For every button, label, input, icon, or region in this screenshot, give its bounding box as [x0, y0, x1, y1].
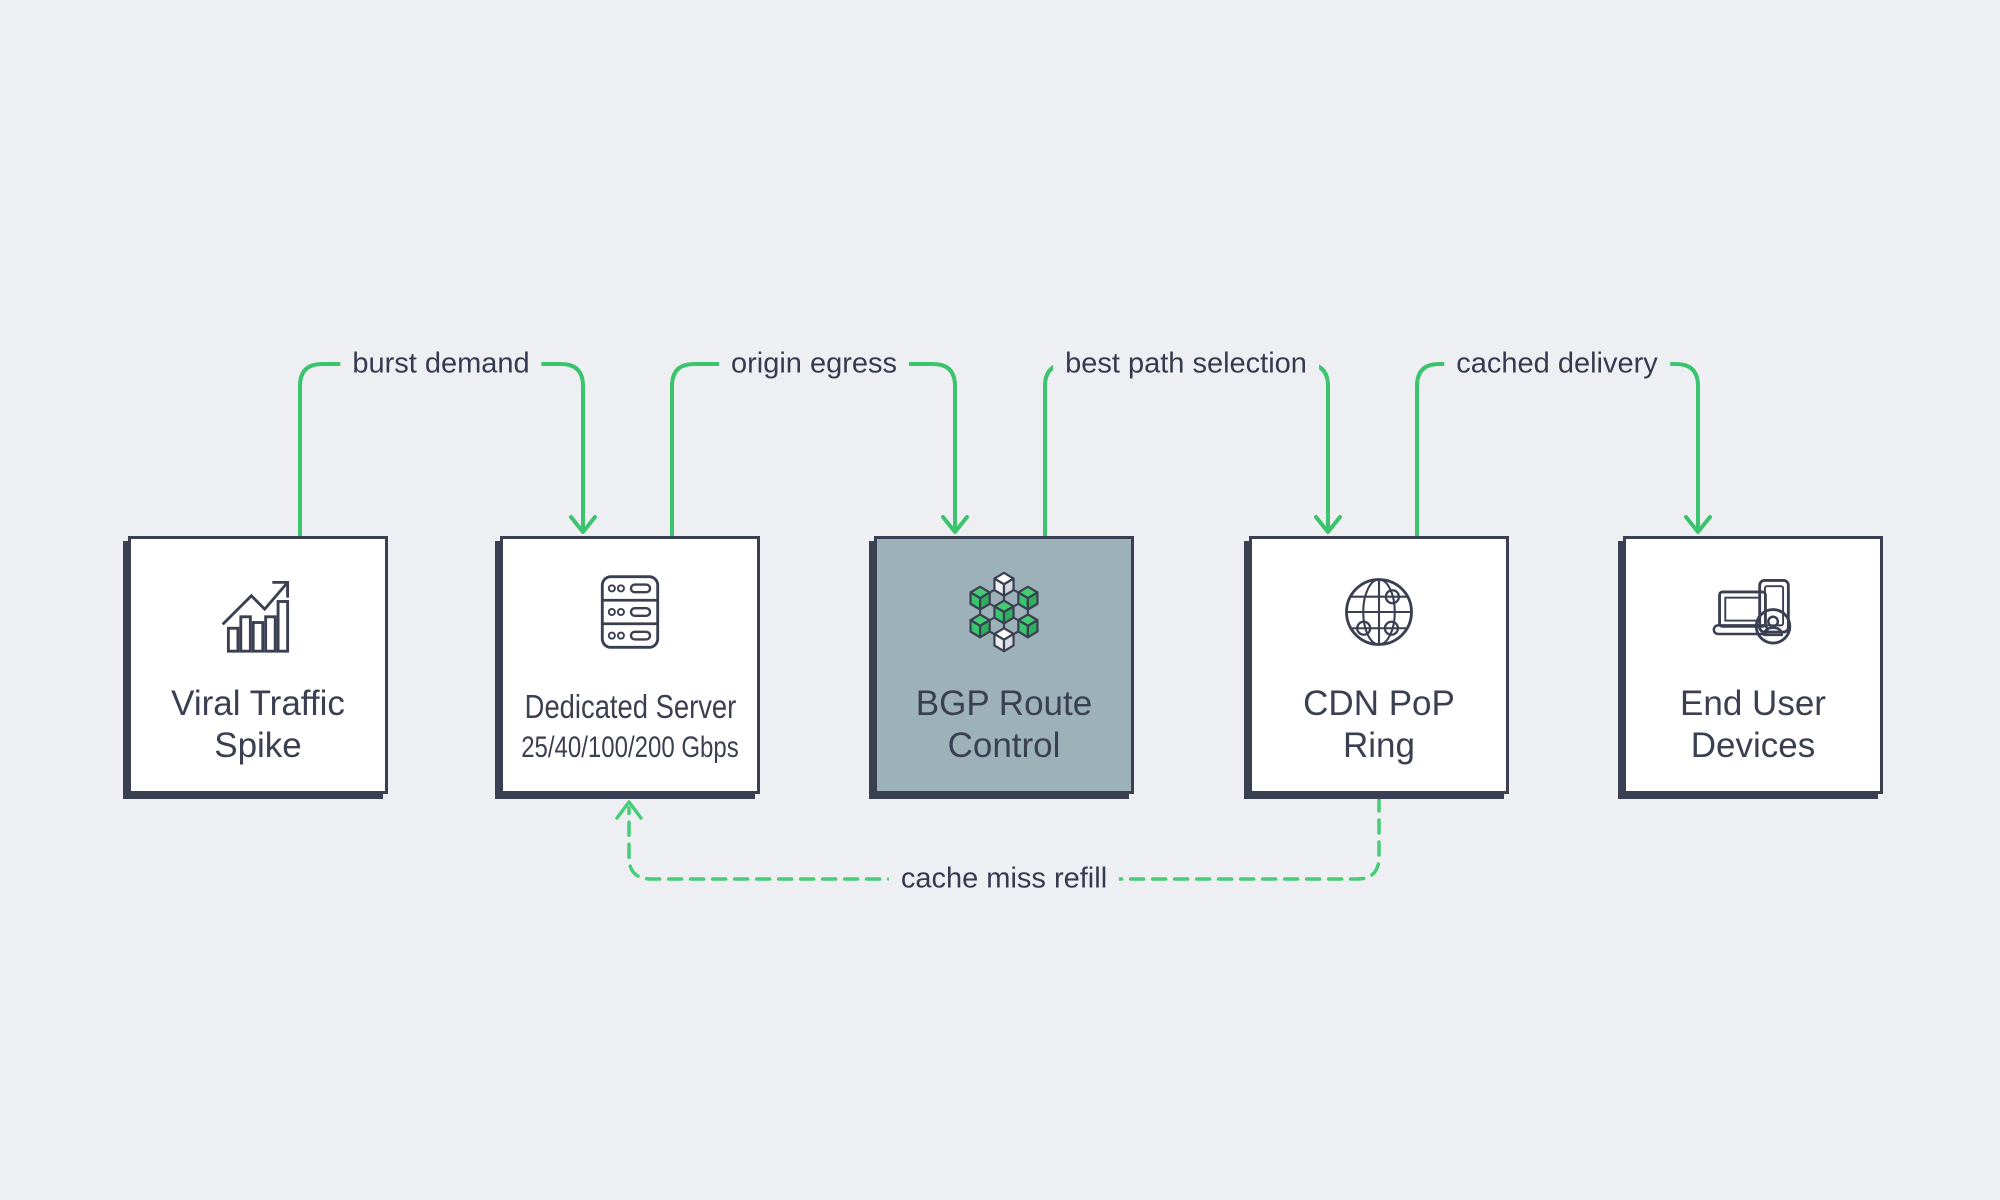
node-title: Dedicated Server: [524, 688, 736, 725]
node-bgp-route-control: BGP Route Control: [874, 536, 1134, 794]
connector-label-cached-delivery: cached delivery: [1444, 347, 1670, 381]
node-title: Viral Traffic Spike: [171, 684, 345, 765]
node-cdn-pop-ring: CDN PoP Ring: [1249, 536, 1509, 794]
node-title: End User Devices: [1680, 684, 1826, 765]
node-title: BGP Route Control: [915, 684, 1093, 765]
node-title: CDN PoP Ring: [1303, 684, 1455, 765]
devices-icon: [1712, 579, 1792, 645]
connector-label-burst-demand: burst demand: [340, 347, 542, 381]
server-icon: [600, 575, 660, 649]
connector-label-cache-miss-refill: cache miss refill: [888, 862, 1120, 896]
node-dedicated-server: Dedicated Server 25/40/100/200 Gbps: [500, 536, 760, 794]
cube-network-icon: [969, 571, 1039, 653]
bar-chart-trend-icon: [221, 580, 290, 653]
node-subtitle: 25/40/100/200 Gbps: [521, 730, 739, 764]
globe-icon: [1345, 578, 1413, 646]
connector-label-origin-egress: origin egress: [718, 347, 910, 381]
connector-label-best-path-selection: best path selection: [1053, 347, 1319, 381]
node-end-user-devices: End User Devices: [1623, 536, 1883, 794]
node-viral-traffic-spike: Viral Traffic Spike: [128, 536, 388, 794]
